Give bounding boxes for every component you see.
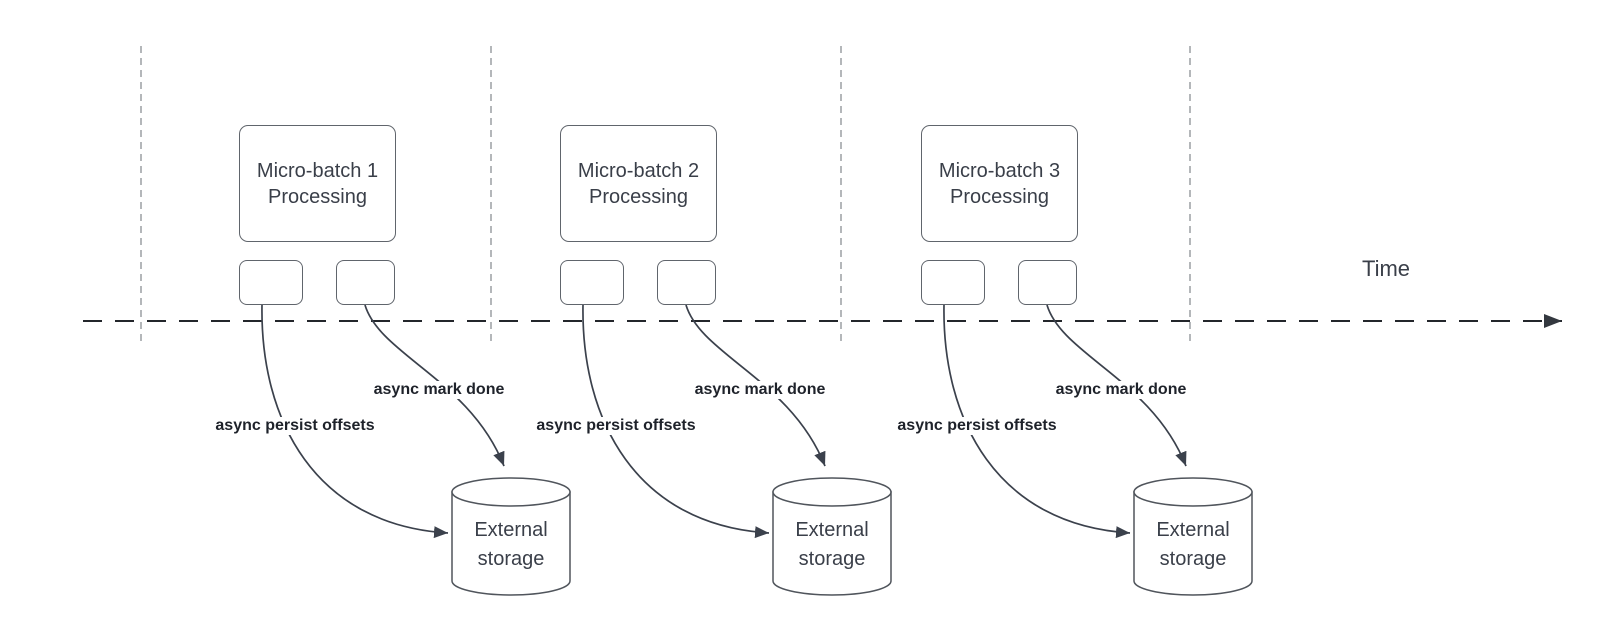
- persist-offsets-label-1: async persist offsets: [213, 417, 377, 435]
- mark-done-label-2: async mark done: [692, 381, 828, 399]
- done-task-box-3: [1018, 260, 1077, 305]
- batch-group-1: Micro-batch 1 Processing async persist o…: [213, 0, 584, 642]
- persist-offsets-arrow-3: [943, 304, 1131, 539]
- storage-line1: External: [795, 519, 869, 541]
- box-title-line1: Micro-batch 3: [938, 159, 1061, 182]
- mark-done-arrow-1: [364, 304, 505, 467]
- micro-batch-3-processing-box: Micro-batch 3 Processing: [921, 125, 1078, 242]
- box-title-line2: Processing: [589, 185, 688, 208]
- persist-offsets-label-2: async persist offsets: [534, 417, 698, 435]
- offset-task-box-2: [560, 260, 624, 305]
- box-title-line1: Micro-batch 2: [577, 159, 700, 182]
- mark-done-arrow-2: [685, 304, 826, 467]
- persist-offsets-label-3: async persist offsets: [895, 417, 1059, 435]
- batch-group-3: Micro-batch 3 Processing async persist o…: [895, 0, 1266, 642]
- external-storage-cylinder-2: [772, 477, 892, 596]
- box-title-line2: Processing: [950, 185, 1049, 208]
- external-storage-label-2: External storage: [773, 495, 891, 595]
- done-task-box-1: [336, 260, 395, 305]
- mark-done-arrow-3: [1046, 304, 1187, 467]
- external-storage-label-3: External storage: [1134, 495, 1252, 595]
- mark-done-label-1: async mark done: [371, 381, 507, 399]
- external-storage-cylinder-3: [1133, 477, 1253, 596]
- box-title-line2: Processing: [268, 185, 367, 208]
- storage-line2: storage: [477, 548, 545, 570]
- persist-offsets-arrow-1: [261, 304, 449, 539]
- micro-batch-2-processing-box: Micro-batch 2 Processing: [560, 125, 717, 242]
- offset-task-box-3: [921, 260, 985, 305]
- batch-group-2: Micro-batch 2 Processing async persist o…: [534, 0, 905, 642]
- done-task-box-2: [657, 260, 716, 305]
- micro-batch-1-processing-box: Micro-batch 1 Processing: [239, 125, 396, 242]
- mark-done-label-3: async mark done: [1053, 381, 1189, 399]
- external-storage-label-1: External storage: [452, 495, 570, 595]
- box-title-line1: Micro-batch 1: [256, 159, 379, 182]
- external-storage-cylinder-1: [451, 477, 571, 596]
- time-axis-label: Time: [1361, 256, 1411, 281]
- storage-line2: storage: [1159, 548, 1227, 570]
- offset-task-box-1: [239, 260, 303, 305]
- storage-line1: External: [474, 519, 548, 541]
- storage-line2: storage: [798, 548, 866, 570]
- persist-offsets-arrow-2: [582, 304, 770, 539]
- storage-line1: External: [1156, 519, 1230, 541]
